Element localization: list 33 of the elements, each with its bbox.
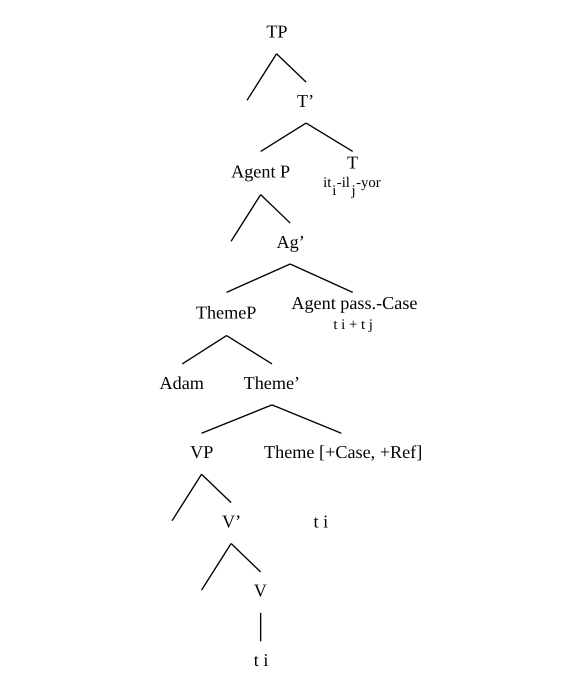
connector: [226, 263, 290, 293]
connector: [271, 404, 342, 434]
node-label: t i + t j: [332, 317, 372, 334]
node-text: Agent pass.-Case: [290, 293, 417, 314]
connector: [200, 543, 232, 590]
connector: [259, 612, 261, 642]
node-text: TP: [266, 22, 288, 42]
node-text: Theme’: [243, 372, 300, 393]
node-text: t i: [253, 650, 268, 670]
node-text: T’: [296, 90, 314, 111]
node-text: Ag’: [276, 232, 304, 252]
node-text: Theme [+Case, +Ref]: [264, 442, 422, 462]
node-text: ThemeP: [195, 302, 256, 322]
connector: [260, 122, 306, 152]
connector: [230, 543, 261, 572]
label: t i: [312, 511, 328, 532]
connector: [246, 53, 277, 101]
node-text: V’: [222, 511, 241, 532]
connector: [226, 334, 272, 365]
connector: [230, 194, 261, 242]
connector: [276, 53, 306, 83]
node-text: VP: [190, 442, 213, 462]
connector: [200, 404, 272, 434]
connector: [260, 194, 290, 224]
connector: [181, 335, 226, 365]
connector: [305, 122, 353, 152]
node-text: Adam: [159, 372, 204, 393]
connector: [170, 474, 202, 522]
connector: [289, 263, 352, 293]
node-text: V: [253, 580, 266, 601]
node-text: T: [346, 152, 358, 172]
connector: [200, 474, 232, 504]
node-text: Agent P: [230, 161, 290, 182]
